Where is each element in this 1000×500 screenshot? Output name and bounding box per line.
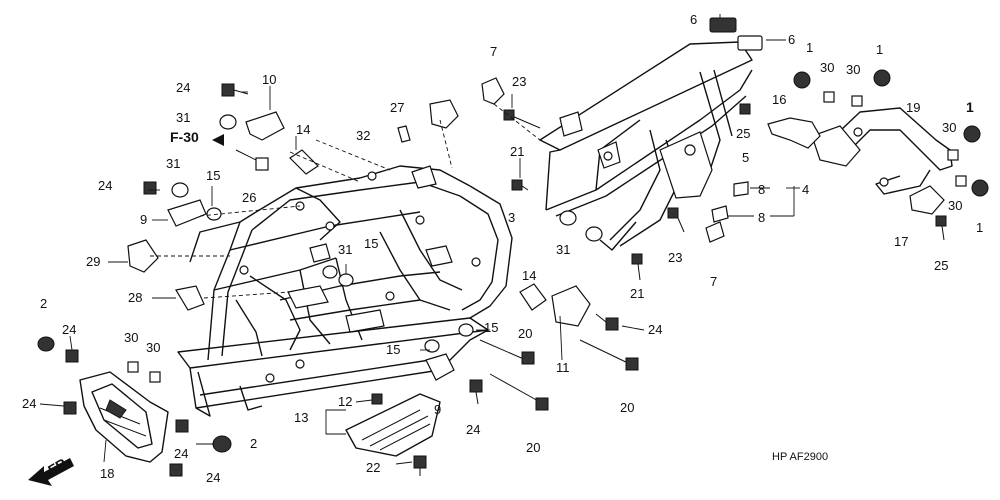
callout: 6 <box>788 32 795 47</box>
callout: 13 <box>294 410 308 425</box>
callout: 3 <box>508 210 515 225</box>
callout: 2 <box>250 436 257 451</box>
callout: 25 <box>934 258 948 273</box>
callout: 21 <box>510 144 524 159</box>
callout: 24 <box>648 322 662 337</box>
callout: 7 <box>490 44 497 59</box>
callout: 6 <box>690 12 697 27</box>
callout: 14 <box>522 268 536 283</box>
rear-grab-bar <box>811 107 953 195</box>
callout: 14 <box>296 122 310 137</box>
callout: 4 <box>802 182 809 197</box>
callout: 30 <box>820 60 834 75</box>
callout: 1 <box>806 40 813 55</box>
callout: 7 <box>710 274 717 289</box>
leader-lines <box>39 14 800 465</box>
callout: 1 <box>876 42 883 57</box>
rear-bracket <box>767 117 945 215</box>
callout: 23 <box>668 250 682 265</box>
callout: 20 <box>620 400 634 415</box>
callout: 9 <box>434 402 441 417</box>
section-label: F-30 <box>170 129 199 145</box>
callout: 15 <box>484 320 498 335</box>
callout: 5 <box>742 150 749 165</box>
skid-plate <box>345 393 441 457</box>
callout: 24 <box>466 422 480 437</box>
callout: 30 <box>846 62 860 77</box>
callout: 20 <box>526 440 540 455</box>
callout: 15 <box>206 168 220 183</box>
callout: 24 <box>174 446 188 461</box>
callout: 30 <box>146 340 160 355</box>
callout: 27 <box>390 100 404 115</box>
callout: 9 <box>140 212 147 227</box>
callout: 30 <box>124 330 138 345</box>
callout: 16 <box>772 92 786 107</box>
rear-subframe <box>539 41 753 251</box>
callout: 23 <box>512 74 526 89</box>
callout: 31 <box>556 242 570 257</box>
callout: 31 <box>338 242 352 257</box>
callout: 25 <box>736 126 750 141</box>
callout: 24 <box>98 178 112 193</box>
callout: 20 <box>518 326 532 341</box>
callout: 31 <box>176 110 190 125</box>
callout: 15 <box>386 342 400 357</box>
callout: 28 <box>128 290 142 305</box>
callout: 15 <box>364 236 378 251</box>
callout: 1 <box>966 99 974 115</box>
callout: 22 <box>366 460 380 475</box>
front-direction-arrow <box>28 458 74 486</box>
callout: 24 <box>62 322 76 337</box>
callout: 29 <box>86 254 100 269</box>
callout: 8 <box>758 182 765 197</box>
callout: 32 <box>356 128 370 143</box>
callout: 19 <box>906 100 920 115</box>
callout: 11 <box>556 360 570 375</box>
callout: 12 <box>338 394 352 409</box>
reference-code: HP AF2900 <box>772 451 828 463</box>
callout: 10 <box>262 72 276 87</box>
callout: 17 <box>894 234 908 249</box>
main-frame <box>177 165 513 417</box>
callout: 24 <box>206 470 220 485</box>
callout: 24 <box>176 80 190 95</box>
section-arrow-icon <box>212 134 224 146</box>
callout: 31 <box>166 156 180 171</box>
callout: 21 <box>630 286 644 301</box>
callout: 30 <box>942 120 956 135</box>
callout: 26 <box>242 190 256 205</box>
callout: 30 <box>948 198 962 213</box>
callout: 1 <box>976 220 983 235</box>
callout: 2 <box>40 296 47 311</box>
callout-labels: 6 6 7 23 27 24 10 31 14 32 31 24 15 26 9… <box>22 12 983 485</box>
front-guard <box>79 371 169 463</box>
callout: 24 <box>22 396 36 411</box>
callout: 18 <box>100 466 114 481</box>
callout: 8 <box>758 210 765 225</box>
